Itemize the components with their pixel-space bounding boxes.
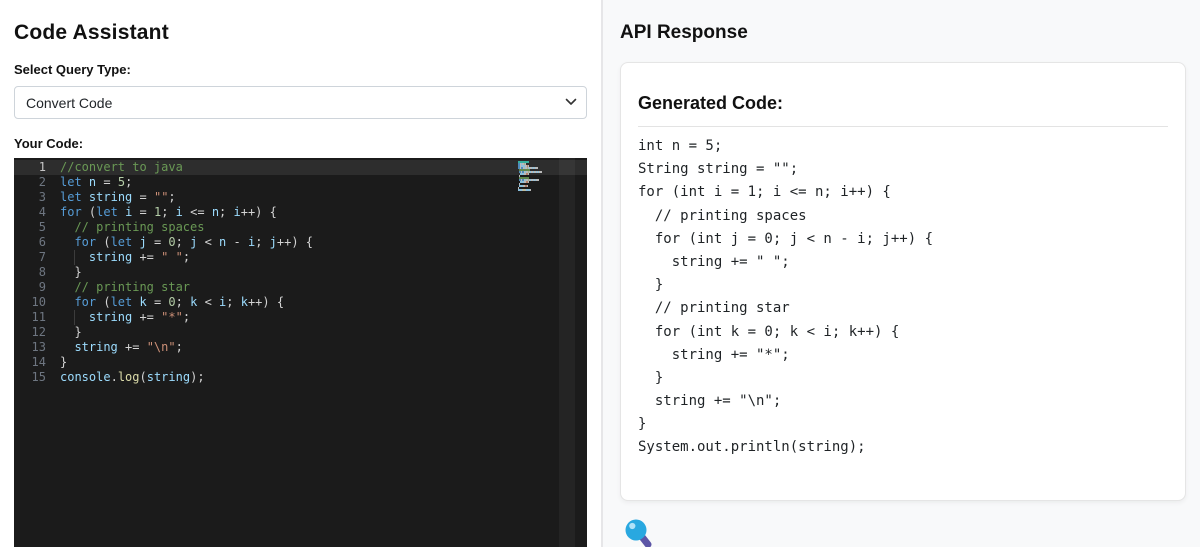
- query-type-select-wrap: Convert Code: [14, 86, 587, 119]
- editor-line[interactable]: 1//convert to java: [14, 160, 587, 175]
- generated-code-line: for (int k = 0; k < i; k++) {: [638, 323, 900, 340]
- editor-minimap[interactable]: [518, 161, 558, 191]
- generated-code-line: for (int i = 1; i <= n; i++) {: [638, 184, 891, 201]
- generated-code-block: int n = 5; String string = ""; for (int i …: [638, 135, 1168, 460]
- editor-line[interactable]: 12}: [31, 325, 82, 339]
- generated-code-line: string += "*";: [638, 346, 790, 363]
- generated-code-line: for (int j = 0; j < n - i; j++) {: [638, 230, 934, 247]
- card-divider: [638, 126, 1168, 127]
- generated-code-line: int n = 5;: [638, 138, 723, 154]
- editor-line[interactable]: 9// printing star: [38, 280, 191, 294]
- generated-code-line: // printing spaces: [638, 207, 807, 224]
- generated-code-line: }: [638, 369, 664, 386]
- page-title: Code Assistant: [14, 21, 169, 44]
- your-code-label: Your Code:: [14, 136, 84, 151]
- generated-code-title: Generated Code:: [638, 93, 784, 113]
- generated-code-line: // printing star: [638, 300, 790, 317]
- code-assistant-panel: Code Assistant Select Query Type: Conver…: [14, 21, 587, 547]
- generated-code-line: }: [638, 416, 647, 433]
- query-type-select[interactable]: Convert Code: [14, 86, 587, 119]
- editor-scrollbar[interactable]: [559, 158, 575, 547]
- generated-code-line: string += "\n";: [638, 393, 782, 410]
- generated-code-line: }: [638, 277, 664, 294]
- editor-line[interactable]: 5// printing spaces: [38, 220, 205, 234]
- query-type-label: Select Query Type:: [14, 62, 131, 77]
- magnifying-glass-icon: [624, 518, 652, 547]
- editor-line[interactable]: 8}: [38, 265, 82, 279]
- generated-code-card: Generated Code: int n = 5; String string …: [620, 62, 1186, 501]
- panel-title: API Response: [620, 22, 748, 43]
- generated-code-line: String string = "";: [638, 161, 799, 178]
- api-response-panel: API Response Generated Code: int n = 5; S…: [601, 0, 1200, 547]
- generated-code-line: string += " ";: [638, 253, 790, 270]
- editor-line[interactable]: 14}: [31, 355, 68, 369]
- generated-code-line: System.out.println(string);: [638, 439, 866, 456]
